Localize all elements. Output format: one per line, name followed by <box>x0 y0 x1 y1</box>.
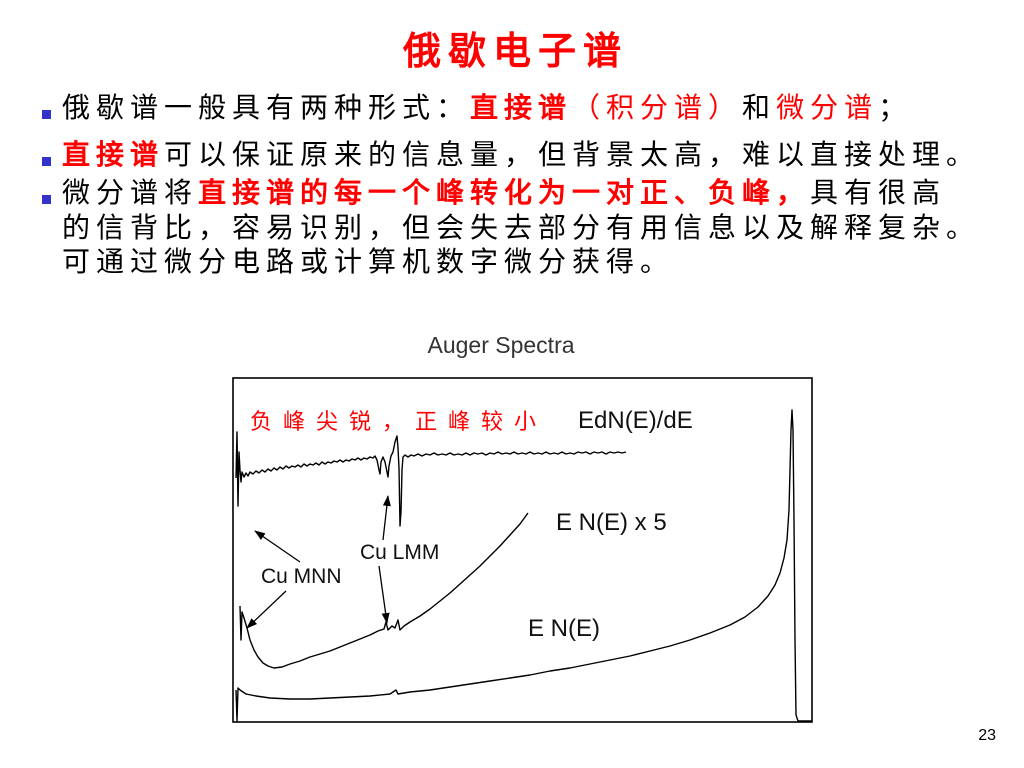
bullet-3-line-1: 微分谱将直接谱的每一个峰转化为一对正、负峰，具有很高 <box>42 176 947 210</box>
figure-title: Auger Spectra <box>427 332 575 358</box>
bullet-marker-icon <box>42 157 51 166</box>
page-number: 23 <box>978 727 996 744</box>
bullet-1-integral-spectrum: （积分谱） <box>572 91 743 124</box>
cu-lmm-peak-label: Cu LMM <box>360 541 440 564</box>
bullet-2: 直接谱可以保证原来的信息量，但背景太高，难以直接处理。 <box>42 138 981 172</box>
cu-mnn-arrow-upper <box>254 530 301 563</box>
cu-lmm-arrow-lower <box>378 565 390 624</box>
bullet-1: 俄歇谱一般具有两种形式：直接谱（积分谱）和微分谱； <box>42 91 913 125</box>
bullet-3-line-2: 的信背比，容易识别，但会失去部分有用信息以及解释复杂。 <box>62 211 981 244</box>
bullet-3-line-3: 可通过微分电路或计算机数字微分获得。 <box>62 245 675 278</box>
direct-x5-curve-label: E N(E) x 5 <box>556 509 667 536</box>
bullet-3-text-tail: 具有很高 <box>810 176 947 209</box>
bullet-1-direct-spectrum: 直接谱 <box>470 91 573 124</box>
derivative-curve-label: EdN(E)/dE <box>578 407 693 434</box>
bullet-2-text: 可以保证原来的信息量，但背景太高，难以直接处理。 <box>164 138 981 171</box>
bullet-1-text-intro: 俄歇谱一般具有两种形式： <box>62 91 471 124</box>
bullet-1-differential-spectrum: 微分谱 <box>776 91 879 124</box>
bullet-1-conjunction: 和 <box>742 91 777 124</box>
bullet-3-text-intro: 微分谱将 <box>62 176 199 209</box>
cu-mnn-peak-label: Cu MNN <box>261 565 342 588</box>
cu-lmm-arrow-upper <box>382 495 391 541</box>
direct-spectrum-x5-curve <box>239 512 529 669</box>
bullet-1-punctuation: ； <box>878 91 913 124</box>
cu-mnn-arrow-lower <box>246 590 287 629</box>
bullet-marker-icon <box>42 195 51 204</box>
direct-curve-label: E N(E) <box>528 615 600 642</box>
slide-title: 俄歇电子谱 <box>402 28 628 73</box>
figure-annotation: 负峰尖锐，正峰较小 <box>250 410 548 435</box>
bullet-2-direct-spectrum: 直接谱 <box>62 138 165 171</box>
bullet-3-emphasis: 直接谱的每一个峰转化为一对正、负峰， <box>198 176 811 209</box>
bullet-marker-icon <box>42 110 51 119</box>
